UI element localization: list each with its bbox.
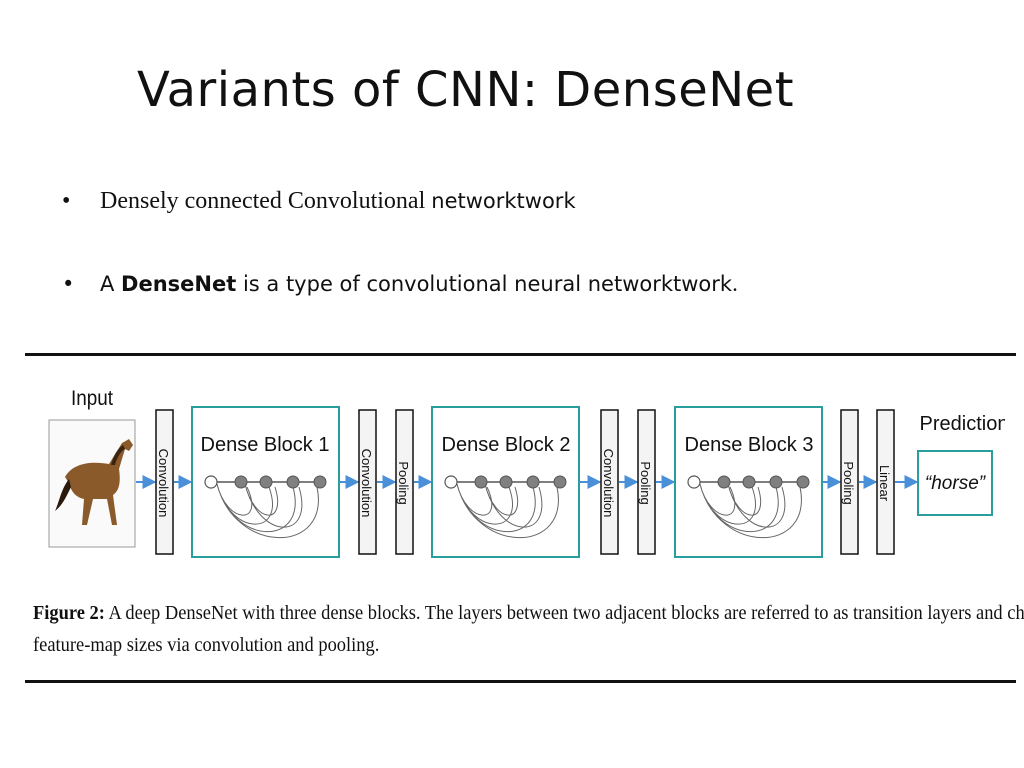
convolution-layer <box>358 409 377 555</box>
bullet-text-pre: A <box>100 272 122 296</box>
bullet-text-tail: . <box>732 271 738 296</box>
dense-block-label: Dense Block 1 <box>201 434 330 456</box>
bullet-item-2: • A DenseNet is a type of convolutional n… <box>62 271 738 297</box>
prediction-value: “horse” <box>925 473 987 494</box>
pooling-layer <box>637 409 656 555</box>
figure-top-rule <box>25 353 1016 356</box>
convolution-layer <box>600 409 619 555</box>
caption-label: Figure 2: <box>33 602 105 624</box>
figure-bottom-rule <box>25 680 1016 683</box>
pooling-layer <box>840 409 859 555</box>
bullet-text-bold: DenseNet <box>121 272 237 296</box>
linear-layer <box>876 409 895 555</box>
convolution-layer-label: Convolution <box>601 449 616 518</box>
caption-line-2: feature-map sizes via convolution and po… <box>33 634 380 656</box>
prediction-box <box>917 450 993 516</box>
convolution-layer <box>155 409 174 555</box>
bullet-item-1: • Densely connected Convolutional network… <box>62 188 576 215</box>
caption-line-1: A deep DenseNet with three dense blocks.… <box>104 602 1024 624</box>
input-label: Input <box>71 387 113 410</box>
dense-block-2: Dense Block 2 <box>431 406 580 558</box>
dense-block-1: Dense Block 1 <box>191 406 340 558</box>
bullet-marker: • <box>62 272 75 296</box>
figure-caption: Figure 2: A deep DenseNet with three den… <box>33 597 1024 661</box>
dense-block-label: Dense Block 3 <box>685 434 814 456</box>
bullet-marker: • <box>62 188 71 214</box>
prediction-label: Prediction <box>920 413 1005 435</box>
densenet-diagram: Input Convolution Dense Block 1 Convolut… <box>48 387 1005 558</box>
linear-layer-label: Linear <box>877 465 892 502</box>
pooling-layer-label: Pooling <box>396 461 411 504</box>
pooling-layer <box>395 409 414 555</box>
slide-title: Variants of CNN: DenseNet <box>137 62 795 118</box>
pooling-layer-label: Pooling <box>638 461 653 504</box>
dense-block-3: Dense Block 3 <box>674 406 823 558</box>
dense-block-label: Dense Block 2 <box>442 434 571 456</box>
bullet-text-tail: networktwork <box>431 189 576 213</box>
convolution-layer-label: Convolution <box>359 449 374 518</box>
bullet-text-post: is a type of convolutional neural networ… <box>236 272 733 296</box>
horse-image <box>48 419 136 548</box>
bullet-text: Densely connected Convolutional <box>100 188 432 214</box>
convolution-layer-label: Convolution <box>156 449 171 518</box>
pooling-layer-label: Pooling <box>841 461 856 504</box>
